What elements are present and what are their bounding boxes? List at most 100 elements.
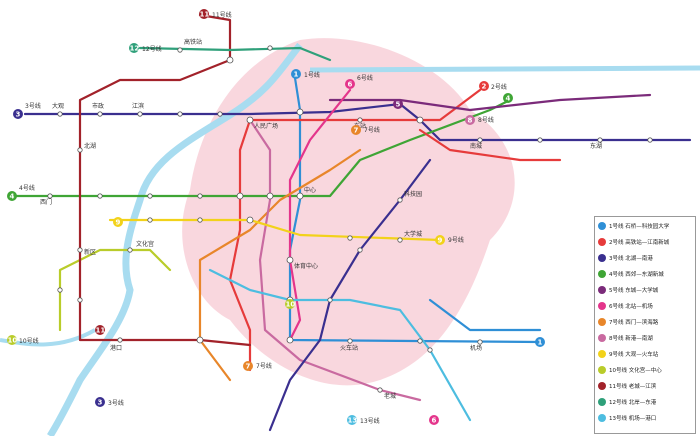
station[interactable] — [147, 217, 153, 223]
badge-line-6-south[interactable]: 6 — [429, 415, 439, 425]
station[interactable] — [77, 147, 83, 153]
badge-line-6[interactable]: 6 6号线 — [345, 74, 373, 89]
badge-line-1-south[interactable]: 1 — [535, 337, 545, 347]
legend-color-dot — [598, 269, 606, 278]
badge-line-7[interactable]: 7 7号线 — [351, 125, 380, 135]
svg-text:7: 7 — [354, 127, 359, 135]
station[interactable] — [77, 247, 83, 253]
station-label: 文化宫 — [136, 240, 154, 248]
badge-line-10-west[interactable]: 10 10号线 — [7, 335, 39, 345]
legend-row[interactable]: 4号线 西郊—东湖新城 — [598, 268, 694, 279]
legend-row[interactable]: 11号线 老城—江滨 — [598, 380, 694, 391]
station[interactable] — [397, 197, 403, 203]
station[interactable] — [217, 111, 223, 117]
legend-color-dot — [598, 349, 606, 358]
badge-line-5[interactable]: 5 — [393, 99, 403, 109]
station[interactable] — [357, 117, 363, 123]
station[interactable] — [47, 193, 53, 199]
station[interactable] — [147, 193, 153, 199]
legend-row[interactable]: 6号线 北站—机场 — [598, 300, 694, 311]
station[interactable] — [397, 237, 403, 243]
station[interactable] — [416, 116, 424, 124]
legend-row[interactable]: 1号线 石桥—科技园大学 — [598, 220, 694, 231]
station[interactable] — [537, 137, 543, 143]
station[interactable] — [647, 137, 653, 143]
station[interactable] — [357, 247, 363, 253]
svg-text:12号线: 12号线 — [142, 45, 162, 53]
line-legend: 1号线 石桥—科技园大学 2号线 高铁站—江南新城 3号线 北湖—南港 4号线 … — [594, 216, 696, 434]
badge-line-4-east[interactable]: 4 — [503, 93, 513, 103]
badge-line-10[interactable]: 10 — [285, 299, 295, 309]
legend-row[interactable]: 3号线 北湖—南港 — [598, 252, 694, 263]
svg-text:10号线: 10号线 — [19, 337, 39, 345]
station-label: 大观 — [52, 102, 64, 110]
badge-line-2[interactable]: 2 2号线 — [479, 81, 507, 91]
station[interactable] — [286, 336, 294, 344]
stations — [47, 45, 653, 393]
station[interactable] — [196, 336, 204, 344]
badge-line-8[interactable]: 8 8号线 — [465, 115, 494, 125]
station[interactable] — [296, 108, 304, 116]
river — [47, 42, 303, 436]
station-label: 大学城 — [404, 230, 422, 238]
badge-line-1[interactable]: 1 1号线 — [291, 69, 320, 79]
badge-line-12[interactable]: 12 12号线 — [129, 43, 162, 53]
legend-row[interactable]: 13号线 机场—港口 — [598, 412, 694, 423]
station[interactable] — [197, 193, 203, 199]
station[interactable] — [57, 111, 63, 117]
station[interactable] — [177, 47, 183, 53]
station[interactable] — [97, 111, 103, 117]
legend-color-dot — [598, 381, 606, 390]
badge-line-11[interactable]: 11 11号线 — [199, 9, 232, 19]
station[interactable] — [97, 193, 103, 199]
station[interactable] — [377, 387, 383, 393]
station[interactable] — [427, 347, 433, 353]
station[interactable] — [117, 337, 123, 343]
station[interactable] — [266, 192, 274, 200]
station[interactable] — [246, 116, 254, 124]
station[interactable] — [57, 287, 63, 293]
badge-line-4[interactable]: 4 4号线 — [7, 184, 35, 201]
station[interactable] — [77, 297, 83, 303]
station[interactable] — [226, 56, 234, 64]
station-label: 高铁站 — [184, 38, 202, 46]
legend-row[interactable]: 8号线 新港—南湖 — [598, 332, 694, 343]
station[interactable] — [597, 137, 603, 143]
badge-line-11-south[interactable]: 11 — [95, 325, 105, 335]
badge-line-7-south[interactable]: 7 7号线 — [243, 361, 272, 371]
station[interactable] — [236, 192, 244, 200]
badge-line-9-west[interactable]: 9 — [113, 217, 123, 227]
station[interactable] — [197, 217, 203, 223]
legend-row[interactable]: 10号线 文化宫—中心 — [598, 364, 694, 375]
svg-text:8号线: 8号线 — [478, 116, 494, 124]
legend-row[interactable]: 2号线 高铁站—江南新城 — [598, 236, 694, 247]
legend-label: 10号线 文化宫—中心 — [609, 367, 662, 374]
station[interactable] — [246, 216, 254, 224]
station[interactable] — [477, 137, 483, 143]
legend-row[interactable]: 5号线 东城—大学城 — [598, 284, 694, 295]
station-label: 体育中心 — [294, 262, 318, 270]
legend-color-dot — [598, 413, 606, 422]
legend-row[interactable]: 7号线 西门—滨海路 — [598, 316, 694, 327]
station[interactable] — [327, 297, 333, 303]
badge-line-3[interactable]: 3 3号线 — [13, 102, 41, 119]
station[interactable] — [347, 235, 353, 241]
station[interactable] — [177, 111, 183, 117]
station[interactable] — [477, 339, 483, 345]
badge-line-13[interactable]: 13 13号线 — [347, 415, 380, 425]
legend-color-dot — [598, 253, 606, 262]
badge-line-3-south[interactable]: 3 3号线 — [95, 397, 124, 407]
station[interactable] — [137, 111, 143, 117]
station[interactable] — [296, 192, 304, 200]
badge-line-9[interactable]: 9 9号线 — [435, 235, 464, 245]
legend-row[interactable]: 9号线 大观—火车站 — [598, 348, 694, 359]
station[interactable] — [127, 247, 133, 253]
station[interactable] — [267, 45, 273, 51]
station[interactable] — [286, 256, 294, 264]
legend-row[interactable]: 12号线 北岸—东港 — [598, 396, 694, 407]
svg-text:11: 11 — [200, 11, 210, 19]
station[interactable] — [347, 338, 353, 344]
station[interactable] — [417, 338, 423, 344]
station-label: 西门 — [40, 198, 52, 206]
line-6 — [288, 88, 352, 342]
